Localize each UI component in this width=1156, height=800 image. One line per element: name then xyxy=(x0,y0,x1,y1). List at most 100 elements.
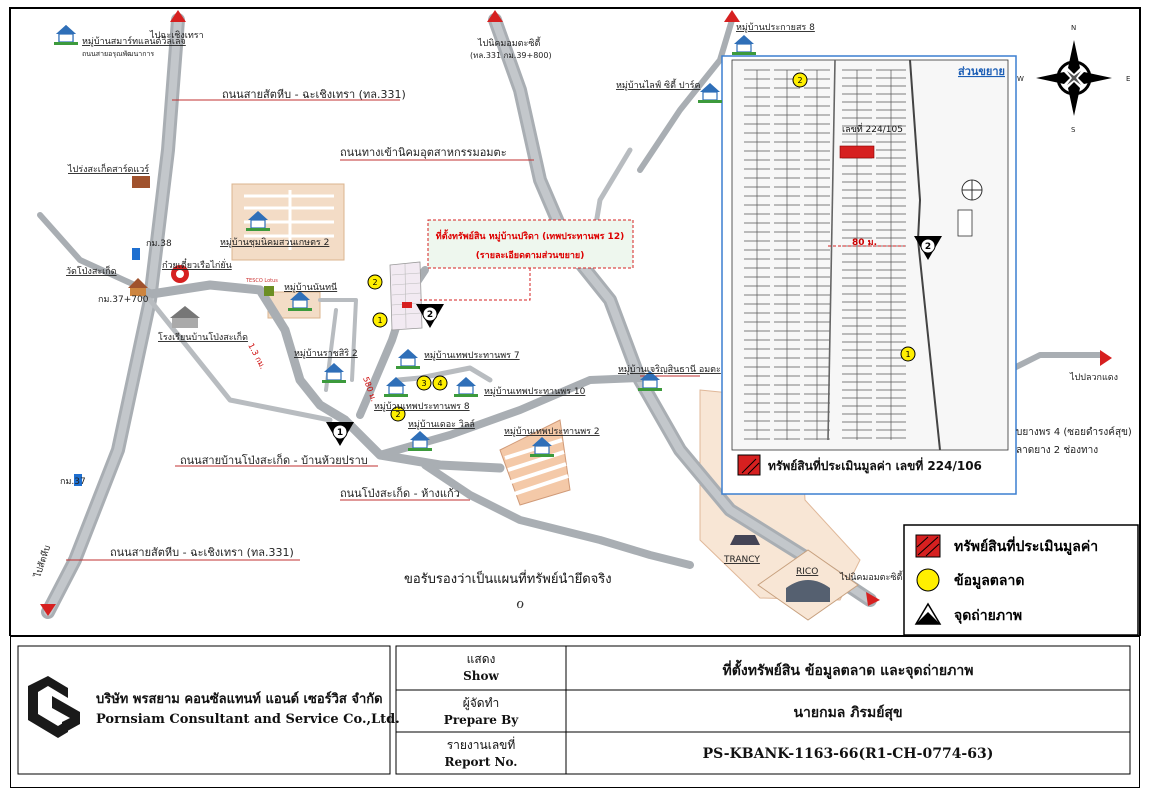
temple-icon xyxy=(128,278,148,296)
compass-rose-icon xyxy=(1036,40,1112,116)
row-prepare-label-en: Prepare By xyxy=(443,713,519,727)
market-point-marker: 1 xyxy=(900,346,916,362)
market-point-marker: 2 xyxy=(367,274,383,290)
tep2-lots xyxy=(504,438,569,496)
company-name-th: บริษัท พรสยาม คอนซัลแทนท์ แอนด์ เซอร์วิส… xyxy=(96,692,383,707)
subject-subdivision xyxy=(389,261,423,331)
direction-arrows xyxy=(40,10,1112,616)
label-road-pong-huay: ถนนสายบ้านโป่งสะเก็ด - บ้านห้วยปราบ xyxy=(180,453,368,467)
house-icon xyxy=(732,35,756,55)
hardware-shop-icon xyxy=(132,176,150,188)
label-soi-tep4: บยางพร 4 (ซอยดำรงค์สุข) xyxy=(1016,426,1132,438)
label-to-plakdaeng: ไปปลวกแดง xyxy=(1069,372,1118,383)
row-prepare-value: นายกมล ภิรมย์สุข xyxy=(793,705,903,721)
subject-parcel-marker xyxy=(402,302,412,308)
label-prakaisorn: หมู่บ้านประกายสร 8 xyxy=(736,22,815,33)
label-samart-land: หมู่บ้านสมาร์ทแลนด์วิลเลจ xyxy=(82,35,186,47)
market-point-marker: 2 xyxy=(390,406,406,422)
label-road-331-lower: ถนนสายสัตหีบ - ฉะเชิงเทรา (ทล.331) xyxy=(110,546,294,559)
svg-text:1: 1 xyxy=(905,350,910,359)
row-report-label-en: Report No. xyxy=(444,755,518,769)
label-to-sattahip: ไปสัตหีบ xyxy=(32,544,53,580)
house-icon xyxy=(288,291,312,311)
road-331 xyxy=(41,13,185,619)
photo-point-marker: 1 xyxy=(326,422,354,446)
callout-line-1: ที่ตั้งทรัพย์สิน หมู่บ้านปริดา (เทพประทา… xyxy=(436,229,624,242)
road-west xyxy=(37,212,153,295)
svg-text:2: 2 xyxy=(395,410,400,419)
house-icon xyxy=(54,25,78,45)
inset-parcel-grid xyxy=(744,69,906,440)
market-point-marker: 1 xyxy=(372,312,388,328)
noodle-shop-icon xyxy=(171,265,189,283)
inset-distance: 80 ม. xyxy=(852,238,877,248)
inset-title: ส่วนขยาย xyxy=(958,65,1005,78)
arrow-right-icon-amata-bottom xyxy=(866,592,880,606)
legend-box xyxy=(903,524,1139,636)
label-school: โรงเรียนบ้านโป่งสะเก็ด xyxy=(158,330,248,343)
road-pong-huay xyxy=(140,280,505,473)
label-pong-hardware: ไปร่งสะเก็ดสาร์ดแวร์ xyxy=(67,162,149,175)
label-to-amata-sub: (ทล.331 กม.39+800) xyxy=(470,51,552,60)
svg-text:2: 2 xyxy=(925,242,931,252)
rico-factory-icon xyxy=(757,549,859,621)
company-name-en: Pornsiam Consultant and Service Co.,Ltd. xyxy=(96,712,400,727)
inset-legend-text: ทรัพย์สินที่ประเมินมูลค่า เลขที่ 224/106 xyxy=(768,457,982,474)
road-plakdaeng xyxy=(1007,352,1103,373)
road-lower-east xyxy=(421,461,694,569)
label-tep8: หมู่บ้านเทพประทานพร 8 xyxy=(374,401,470,412)
house-icon xyxy=(384,377,408,397)
label-tep10: หมู่บ้านเทพประทานพร 10 xyxy=(484,386,586,397)
subject-callout-box xyxy=(427,219,634,269)
school-icon xyxy=(170,306,200,328)
legend-market-label: ข้อมูลตลาด xyxy=(954,573,1024,589)
compass-n: N xyxy=(1071,24,1076,32)
legend-market-icon xyxy=(916,568,940,592)
house-icon xyxy=(408,431,432,451)
svg-text:1: 1 xyxy=(377,316,382,325)
svg-text:2: 2 xyxy=(372,278,377,287)
row-show-value: ที่ตั้งทรัพย์สิน ข้อมูลตลาด และจุดถ่ายภา… xyxy=(722,663,974,679)
row-prepare-label-th: ผู้จัดทำ xyxy=(462,696,500,710)
label-rico: RICO xyxy=(796,567,818,577)
label-rachsiri: หมู่บ้านราชสิริ 2 xyxy=(294,348,358,359)
arrow-up-icon-prakaisorn xyxy=(724,10,740,22)
arrow-up-icon-chachoengsao xyxy=(170,10,186,22)
compass-s: S xyxy=(1071,126,1076,134)
row-report-value: PS-KBANK-1163-66(R1-CH-0774-63) xyxy=(702,746,994,762)
label-charoen: หมู่บ้านเจริญสินธานี อมตะ xyxy=(618,364,721,375)
label-the-ville: หมู่บ้านเดอะ วิลล์ xyxy=(408,418,475,430)
signature: ℴ xyxy=(516,592,524,613)
label-suan-kaset: หมู่บ้านชุมนิคมสวนเกษตร 2 xyxy=(220,237,329,248)
svg-text:1: 1 xyxy=(337,428,343,438)
compass-w: W xyxy=(1017,75,1024,83)
village-icons xyxy=(54,25,756,457)
label-road-pong-hang: ถนนโป่งสะเก็ด - ห้างแก้ว xyxy=(340,486,460,500)
house-icon xyxy=(246,211,270,231)
label-samart-road: ถนนสายอรุณพัฒนาการ xyxy=(82,50,154,58)
arrow-up-icon-amata xyxy=(487,10,503,22)
label-road-331-upper: ถนนสายสัตหีบ - ฉะเชิงเทรา (ทล.331) xyxy=(222,88,406,101)
label-noodle: ก๋วยเตี๋ยวเรือไก่ยั่น xyxy=(162,258,232,271)
row-report-label-th: รายงานเลขที่ xyxy=(446,738,516,752)
label-nanthani: หมู่บ้านนันทนี xyxy=(284,282,337,293)
label-tesco: TESCO Lotus xyxy=(245,278,278,284)
label-km37: กม.37 xyxy=(60,477,86,487)
label-tep2: หมู่บ้านเทพประทานพร 2 xyxy=(504,426,600,437)
label-dist-1-3km: 1.3 กม. xyxy=(246,342,267,371)
photo-point-marker: 2 xyxy=(914,236,942,260)
label-road-industrial: ถนนทางเข้านิคมอุตสาหกรรมอมตะ xyxy=(340,146,507,159)
photo-point-marker: 2 xyxy=(416,304,444,328)
arrow-right-icon-plakdaeng xyxy=(1100,350,1112,366)
market-point-marker: 4 xyxy=(432,375,448,391)
inset-subject-parcel xyxy=(839,145,875,159)
title-block: บริษัท พรสยาม คอนซัลแทนท์ แอนด์ เซอร์วิส… xyxy=(10,636,1140,788)
row-show-label-th: แสดง xyxy=(466,652,496,666)
house-icon xyxy=(454,377,478,397)
arrow-down-icon-sattahip xyxy=(40,604,56,616)
label-tep7: หมู่บ้านเทพประทานพร 7 xyxy=(424,350,520,361)
market-point-marker: 3 xyxy=(416,375,432,391)
legend-subject-label: ทรัพย์สินที่ประเมินมูลค่า xyxy=(954,536,1098,555)
